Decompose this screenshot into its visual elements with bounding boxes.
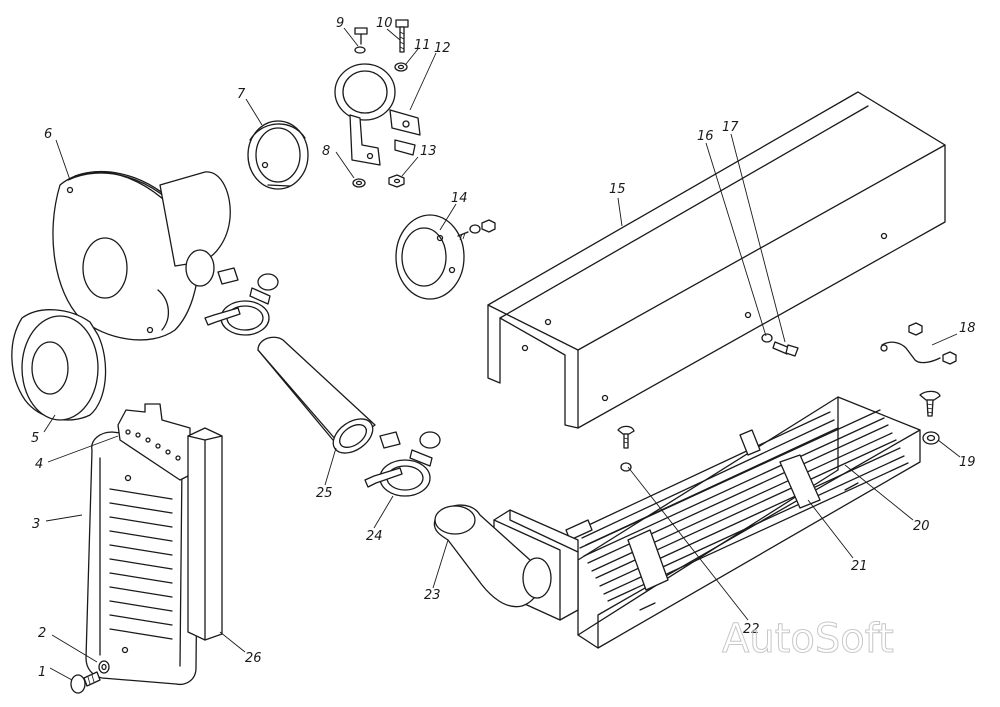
callout-7: 7 [237,87,246,102]
callout-13: 13 [420,144,437,159]
part-hose-clamp-lower [364,431,441,497]
callout-23: 23 [424,588,441,603]
callout-12: 12 [434,41,451,56]
callout-15: 15 [609,182,626,197]
nut-8 [352,178,366,188]
screw-22 [617,425,635,472]
part-ring [11,309,107,421]
part-clip [880,322,957,365]
bolt-10 [395,19,409,53]
callout-18: 18 [959,321,976,336]
callout-17: 17 [722,120,739,135]
nut-13 [388,174,405,188]
leader-lines [43,27,961,681]
washer-2 [98,660,110,674]
watermark-text: AutoSoft [722,616,894,662]
washer-11 [394,62,408,72]
callout-22: 22 [743,622,760,637]
part-bracket [334,63,421,166]
part-outlet-elbow [433,504,552,608]
part-side-block [187,427,223,641]
screw-16-17 [761,333,799,357]
callout-25: 25 [316,486,333,501]
part-terminal-plate [117,403,191,481]
callout-6: 6 [44,127,52,142]
callout-9: 9 [336,16,344,31]
bolt-9 [354,27,368,54]
callout-16: 16 [697,129,714,144]
callout-11: 11 [414,38,431,53]
callout-24: 24 [366,529,383,544]
callout-numbers: 1 2 3 4 5 6 7 8 9 10 11 12 13 14 15 16 1… [31,16,976,680]
part-hose-clamp-upper [204,267,279,336]
callout-5: 5 [31,431,39,446]
part-rod-supports [565,429,821,591]
callout-26: 26 [245,651,262,666]
callout-4: 4 [35,457,43,472]
screw-1 [70,671,101,694]
callout-10: 10 [376,16,393,31]
part-flange [395,214,496,300]
callout-3: 3 [32,517,40,532]
part-tube [257,336,376,454]
callout-21: 21 [851,559,868,574]
callout-8: 8 [322,144,330,159]
callout-1: 1 [38,665,46,680]
callout-2: 2 [38,626,46,641]
callout-19: 19 [959,455,976,470]
part-cover [487,91,946,429]
screw-19 [919,390,941,445]
part-clamp-ring [247,120,309,190]
callout-20: 20 [913,519,930,534]
part-blower-housing [52,171,231,341]
callout-14: 14 [451,191,468,206]
